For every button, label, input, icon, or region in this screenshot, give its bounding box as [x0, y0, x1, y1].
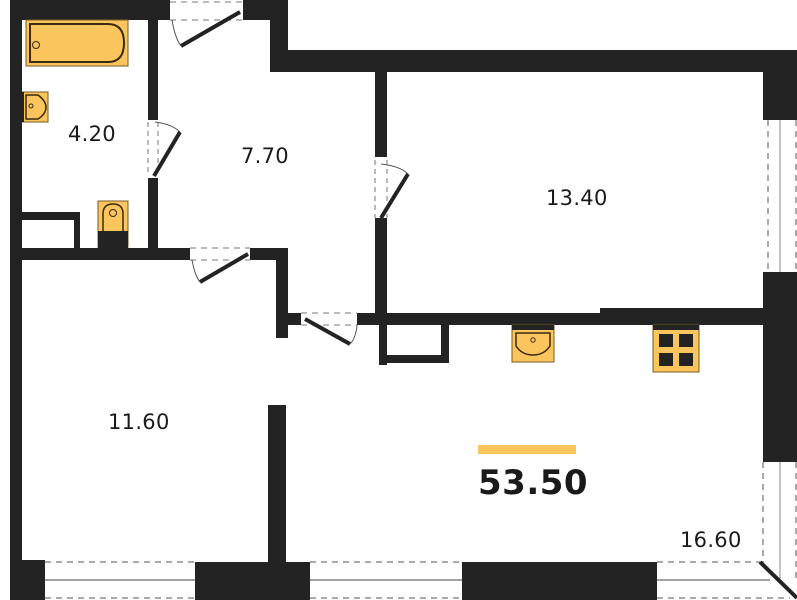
room-area-bathroom: 4.20	[68, 122, 116, 146]
stove-icon	[652, 324, 700, 373]
doors	[147, 1, 410, 346]
total-area-accent-bar	[478, 445, 576, 454]
room-area-hallway: 7.70	[241, 144, 289, 168]
room-area-room-left: 11.60	[108, 410, 170, 434]
washbasin-icon	[20, 91, 49, 123]
toilet-icon	[97, 200, 129, 248]
total-area: 53.50	[478, 463, 589, 503]
room-area-bedroom: 13.40	[546, 186, 608, 210]
bathtub-icon	[25, 19, 129, 67]
room-area-kitchen-living: 16.60	[680, 528, 742, 552]
walls	[10, 0, 797, 600]
windows	[45, 120, 797, 600]
kitchen-sink-icon	[511, 324, 555, 363]
